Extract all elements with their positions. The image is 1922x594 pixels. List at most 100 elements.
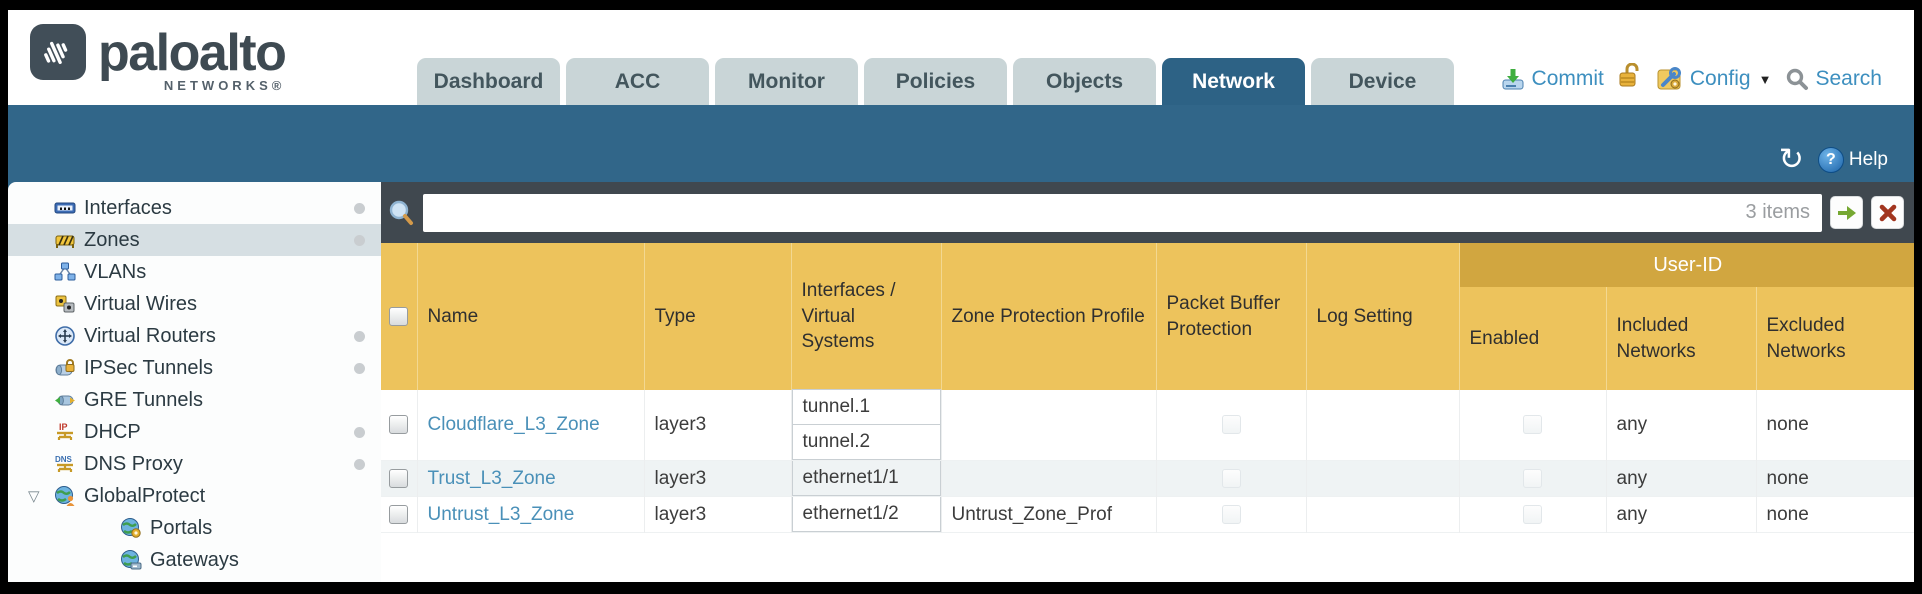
col-header-zone-protection-profile[interactable]: Zone Protection Profile — [941, 243, 1157, 390]
col-header-included-networks[interactable]: Included Networks — [1606, 287, 1757, 390]
col-header-enabled[interactable]: Enabled — [1459, 287, 1607, 390]
enabled-checkbox[interactable] — [1523, 468, 1542, 488]
sidebar-item-label: DNS Proxy — [84, 452, 183, 475]
zone-name-link[interactable]: Untrust_L3_Zone — [427, 503, 575, 525]
vlans-icon — [54, 261, 76, 283]
refresh-icon[interactable]: ↻ — [1778, 143, 1804, 176]
expander-triangle-icon[interactable]: ▽ — [28, 488, 40, 505]
commit-label: Commit — [1531, 67, 1604, 90]
packet-buffer-cell — [1156, 390, 1307, 461]
col-header-type[interactable]: Type — [644, 243, 792, 390]
sidebar-item-vlans[interactable]: VLANs — [8, 256, 381, 288]
svg-text:IP: IP — [59, 422, 68, 432]
content-pane: 3 items — [381, 182, 1914, 582]
col-header-log-setting[interactable]: Log Setting — [1306, 243, 1460, 390]
enabled-checkbox[interactable] — [1523, 415, 1542, 435]
sidebar-item-virtual-wires[interactable]: Virtual Wires — [8, 288, 381, 320]
portals-icon — [120, 517, 142, 539]
sidebar-item-dhcp[interactable]: IP DHCP — [8, 416, 381, 448]
row-select-cell — [381, 460, 418, 497]
row-checkbox[interactable] — [389, 504, 409, 524]
col-header-interfaces[interactable]: Interfaces / Virtual Systems — [791, 243, 942, 390]
col-header-packet-buffer-protection[interactable]: Packet Buffer Protection — [1156, 243, 1307, 390]
ipsec-tunnels-icon — [54, 357, 76, 379]
config-menu-button[interactable]: Config ▼ — [1656, 66, 1771, 92]
masthead: paloalto NETWORKS® Dashboard ACC Monitor… — [8, 10, 1914, 105]
sidebar-item-gre-tunnels[interactable]: GRE Tunnels — [8, 384, 381, 416]
sidebar-item-label: Virtual Wires — [84, 292, 197, 315]
table-row: Trust_L3_Zone layer3 ethernet1/1 any — [381, 460, 1914, 497]
packet-buffer-checkbox[interactable] — [1221, 415, 1241, 435]
tab-objects[interactable]: Objects — [1013, 58, 1156, 105]
user-id-group-header: User-ID — [1459, 243, 1914, 287]
tab-network[interactable]: Network — [1162, 58, 1305, 105]
virtual-routers-icon — [54, 325, 76, 347]
packet-buffer-checkbox[interactable] — [1221, 468, 1241, 488]
table-row: Cloudflare_L3_Zone layer3 tunnel.1 tunne… — [381, 389, 1914, 461]
select-all-header — [381, 243, 418, 390]
filter-input[interactable] — [423, 196, 1746, 229]
commit-icon — [1502, 69, 1524, 90]
tab-acc[interactable]: ACC — [566, 58, 709, 105]
search-button[interactable]: Search — [1785, 67, 1882, 91]
sidebar-item-zones[interactable]: Zones — [8, 224, 381, 256]
col-header-excluded-networks[interactable]: Excluded Networks — [1756, 287, 1914, 390]
dhcp-icon: IP — [54, 421, 76, 443]
gateways-icon — [120, 549, 142, 571]
sidebar-item-portals[interactable]: Portals — [8, 512, 381, 544]
excluded-networks-cell: none — [1756, 390, 1914, 461]
filter-bar: 3 items — [381, 182, 1914, 243]
sidebar-item-gateways[interactable]: Gateways — [8, 544, 381, 576]
status-dot — [354, 362, 365, 374]
main-nav-tabs: Dashboard ACC Monitor Policies Objects N… — [417, 58, 1454, 105]
included-networks-cell: any — [1606, 390, 1757, 461]
table-row: Untrust_L3_Zone layer3 ethernet1/2 Untru… — [381, 496, 1914, 533]
tab-policies[interactable]: Policies — [864, 58, 1007, 105]
select-all-checkbox[interactable] — [389, 307, 409, 327]
sidebar-item-label: Gateways — [150, 548, 239, 571]
sidebar-item-globalprotect[interactable]: ▽ GlobalProtect — [8, 480, 381, 512]
sidebar-item-label: GlobalProtect — [84, 484, 206, 507]
apply-filter-button[interactable] — [1830, 196, 1863, 229]
excluded-networks-cell: none — [1756, 460, 1914, 497]
interface-entry: ethernet1/2 — [791, 496, 941, 532]
enabled-cell — [1459, 460, 1607, 497]
row-checkbox[interactable] — [389, 415, 409, 435]
zone-name-link[interactable]: Cloudflare_L3_Zone — [427, 414, 600, 435]
brand-wordmark: paloalto — [98, 24, 287, 82]
help-button[interactable]: ? Help — [1817, 147, 1888, 173]
zone-name-link[interactable]: Trust_L3_Zone — [427, 467, 556, 489]
packet-buffer-checkbox[interactable] — [1221, 504, 1241, 524]
enabled-checkbox[interactable] — [1523, 504, 1542, 524]
tab-monitor[interactable]: Monitor — [715, 58, 858, 105]
lock-button[interactable] — [1618, 62, 1642, 95]
status-dot — [354, 202, 365, 214]
globalprotect-icon — [54, 485, 76, 507]
col-header-name[interactable]: Name — [417, 243, 645, 390]
enabled-cell — [1459, 390, 1607, 461]
sidebar-item-interfaces[interactable]: Interfaces — [8, 192, 381, 224]
included-networks-cell: any — [1606, 496, 1757, 533]
zone-protection-cell: Untrust_Zone_Prof — [941, 496, 1157, 533]
sidebar-item-label: IPSec Tunnels — [84, 356, 213, 379]
sidebar-item-ipsec-tunnels[interactable]: IPSec Tunnels — [8, 352, 381, 384]
zone-type-cell: layer3 — [644, 460, 792, 497]
teal-band: ↻ ? Help — [8, 105, 1914, 182]
row-checkbox[interactable] — [389, 468, 409, 488]
status-dot — [354, 458, 365, 470]
tab-device[interactable]: Device — [1311, 58, 1454, 105]
sidebar-item-virtual-routers[interactable]: Virtual Routers — [8, 320, 381, 352]
sidebar-item-label: Portals — [150, 516, 213, 539]
log-setting-cell — [1306, 496, 1460, 533]
sidebar-item-dns-proxy[interactable]: DNS DNS Proxy — [8, 448, 381, 480]
commit-button[interactable]: Commit — [1500, 67, 1604, 91]
zone-protection-cell — [941, 460, 1157, 497]
svg-text:DNS: DNS — [55, 455, 73, 464]
zone-name-cell: Trust_L3_Zone — [417, 460, 645, 497]
status-dot — [354, 426, 365, 438]
search-label: Search — [1815, 67, 1882, 90]
lock-icon — [1619, 62, 1639, 87]
clear-filter-button[interactable] — [1871, 196, 1904, 229]
packet-buffer-cell — [1156, 460, 1307, 497]
tab-dashboard[interactable]: Dashboard — [417, 58, 560, 105]
